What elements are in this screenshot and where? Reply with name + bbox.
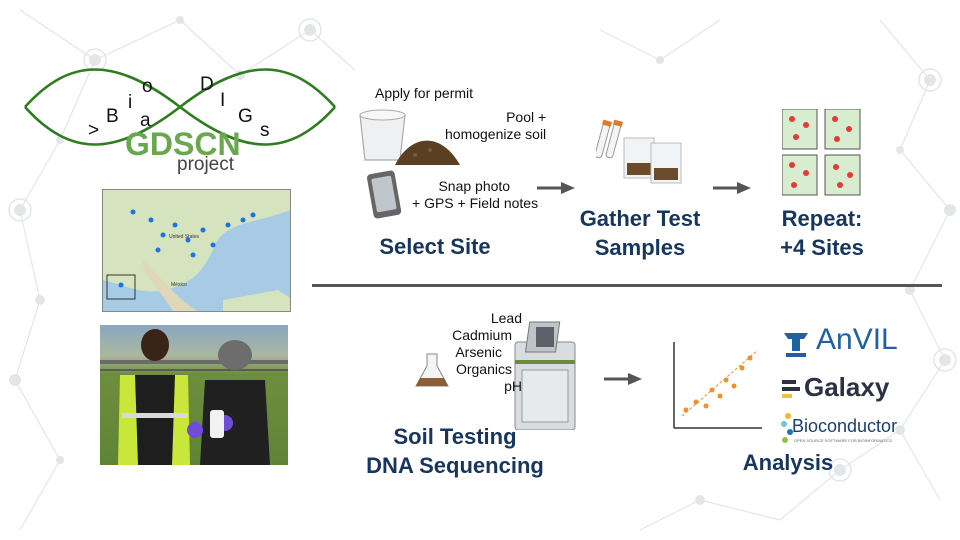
logo-letter-2: B [106,106,119,127]
field-photo [100,325,288,465]
arrow-icon [537,182,575,194]
analyte-ph: pH [504,378,522,394]
select-site-title: Select Site [372,232,498,261]
analyte-lead: Lead [490,310,522,326]
logo-gdscn: GDSCN [125,126,241,162]
soil-testing-title: Soil Testing DNA Sequencing [350,422,560,480]
logo-letter-3: i [128,92,133,113]
logo-letter-8: s [260,120,270,141]
select-site-title-line-1: Select Site [379,234,491,259]
galaxy-icon [782,380,800,398]
pool-note: Pool + homogenize soil [445,109,546,143]
section-divider [312,284,942,287]
map-label-us: United States [169,234,200,240]
logo-letter-4: o [142,76,153,97]
pool-note-line-2: homogenize soil [445,126,547,142]
flask-icon [415,353,449,387]
logo-letter-7: G [238,106,253,127]
snap-note: Snap photo + GPS + Field notes [412,178,538,212]
analyte-arsenic: Arsenic [455,344,502,360]
galaxy-label: Galaxy [804,372,890,402]
bioconductor-label: Bioconductor [792,416,898,436]
anvil-icon [784,333,808,357]
field-photo-graphic [100,329,288,465]
map-graphic [103,190,290,311]
biodigs-logo: > B i o D I G s a GDSCN project [20,62,340,180]
snap-note-line-2: + GPS + Field notes [412,195,539,211]
pool-note-line-1: Pool + [506,109,547,125]
scatter-plot-icon [673,342,762,429]
map-label-mexico: México [171,282,187,288]
logo-project: project [177,154,235,175]
repeat-title-line-1: Repeat: [781,206,863,231]
bioconductor-logo: Bioconductor OPEN SOURCE SOFTWARE FOR BI… [778,408,898,448]
logo-letter-1: > [88,120,100,141]
gather-title-line-2: Samples [594,235,686,260]
soil-testing-title-line-1: Soil Testing [393,424,517,449]
bioconductor-tagline: OPEN SOURCE SOFTWARE FOR BIOINFORMATICS [794,438,893,443]
arrow-icon [713,182,751,194]
gather-samples-title: Gather Test Samples [570,204,710,262]
site-map: United States México [102,189,291,312]
logo-a: a [140,110,151,131]
sample-tubes-and-bags-icon [596,119,682,184]
dna-helix-icon [24,68,336,146]
gather-title-line-1: Gather Test [579,206,701,231]
select-site-illustration [359,109,460,219]
analyte-list: Lead Cadmium Arsenic Organics pH [436,310,522,395]
analysis-title: Analysis [742,450,834,475]
soil-testing-title-line-2: DNA Sequencing [366,453,544,478]
anvil-logo: AnVIL [780,321,900,361]
repeat-title: Repeat: +4 Sites [762,204,882,262]
sequencer-icon [514,321,576,430]
repeat-sites-icon [782,109,861,196]
bioconductor-icon [781,413,793,443]
analyte-cadmium: Cadmium [452,327,512,343]
logo-letter-5: D [200,74,214,95]
apply-permit-note: Apply for permit [375,85,474,101]
analyte-organics: Organics [455,361,512,377]
repeat-title-line-2: +4 Sites [780,235,864,260]
arrow-icon [604,373,642,385]
anvil-label: AnVIL [816,323,898,356]
galaxy-logo: Galaxy [780,372,900,406]
logo-letter-6: I [220,90,226,111]
snap-note-line-1: Snap photo [438,178,511,194]
